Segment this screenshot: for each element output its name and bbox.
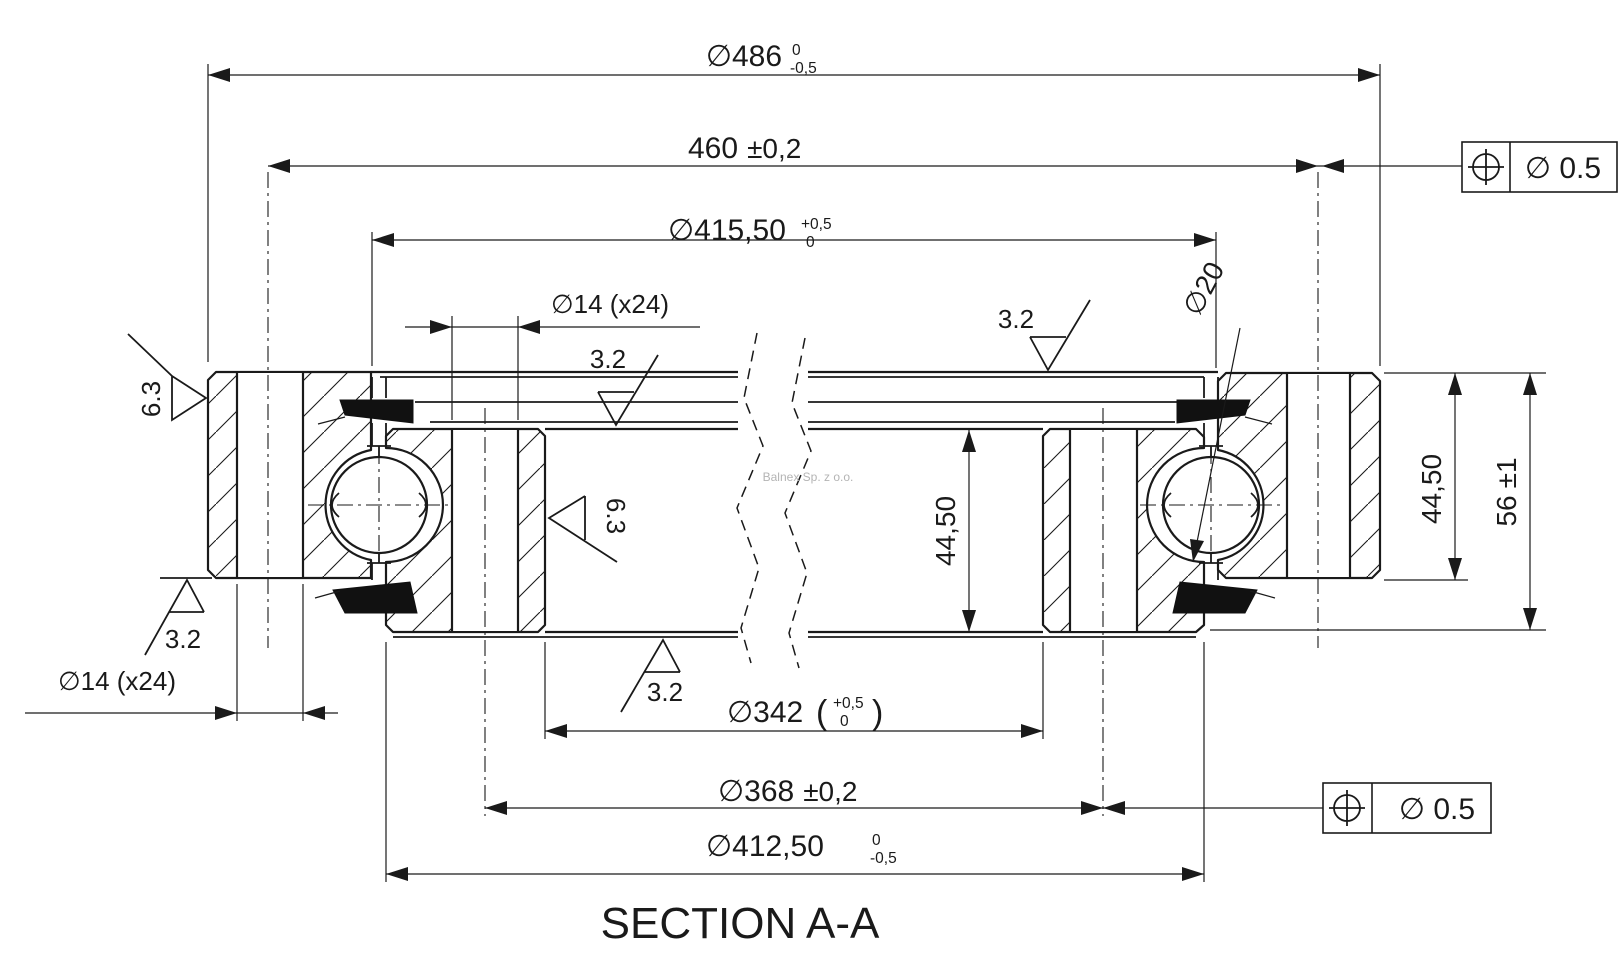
roughness-top-inner: 3.2 [590,344,626,374]
extension-lines [207,64,1546,882]
dim-bolt-hole-bottom: ∅14 (x24) [58,666,176,696]
position-icon [1468,149,1504,185]
dim-outer-ring-id: ∅415,50 [668,214,786,247]
dim-bore-tol-upper: +0,5 [833,695,864,712]
dimension-texts: ∅486 0 -0,5 460±0,2 ∅415,50 +0,5 0 ∅14 (… [58,40,1522,867]
dim-outer-ring-id-tol-upper: +0,5 [801,216,832,233]
seals [314,399,1276,614]
drawing-title: SECTION A-A [601,899,880,948]
dim-inner-ring-od-tol-upper: 0 [872,832,881,849]
dim-outer-ring-id-tol-lower: 0 [806,234,815,251]
dim-total-height: 56±1 [1491,457,1522,526]
break-lines [736,332,812,669]
dim-bore-paren-close: ) [872,694,883,732]
dim-outer-diameter-tol-lower: -0,5 [790,60,817,77]
dim-outer-ring-height: 44,50 [1416,454,1447,524]
dim-ball-diameter: ∅20 [1177,257,1230,321]
dim-inner-ring-od: ∅412,50 [706,830,824,863]
dim-outer-diameter: ∅486 [706,40,782,73]
watermark: Balnex Sp. z o.o. [763,470,854,484]
roughness-texts: 6.3 6.3 3.2 3.2 3.2 3.2 [136,304,1034,707]
roughness-bore-face: 6.3 [601,498,631,534]
position-tolerance-top-value: ∅ 0.5 [1525,152,1601,185]
roughness-left-face: 6.3 [136,381,166,417]
dim-bore-paren-open: ( [816,694,828,732]
roughness-top-right: 3.2 [998,304,1034,334]
dimension-lines [25,74,1531,875]
roughness-symbols [127,299,1091,713]
position-tolerance-frame-top: ∅ 0.5 [1461,141,1618,193]
dim-bolt-circle-inner: ∅368±0,2 [718,775,857,808]
dim-inner-ring-od-tol-lower: -0,5 [870,850,897,867]
position-tolerance-bottom-value: ∅ 0.5 [1399,793,1475,826]
dim-bolt-circle-outer: 460±0,2 [688,132,801,165]
arrowheads [208,68,1537,881]
dim-bolt-hole-top: ∅14 (x24) [551,289,669,319]
centerlines [267,172,1319,816]
position-icon [1329,790,1365,826]
dim-bore-diameter: ∅342 [727,696,803,729]
dim-outer-diameter-tol-upper: 0 [792,42,801,59]
silhouette-lines [160,370,1219,638]
roughness-bottom-left: 3.2 [165,624,201,654]
dim-inner-ring-height: 44,50 [930,496,961,566]
dim-bore-tol-lower: 0 [840,713,849,730]
roughness-bottom-mid: 3.2 [647,677,683,707]
position-tolerance-frame-bottom: ∅ 0.5 [1322,782,1492,834]
